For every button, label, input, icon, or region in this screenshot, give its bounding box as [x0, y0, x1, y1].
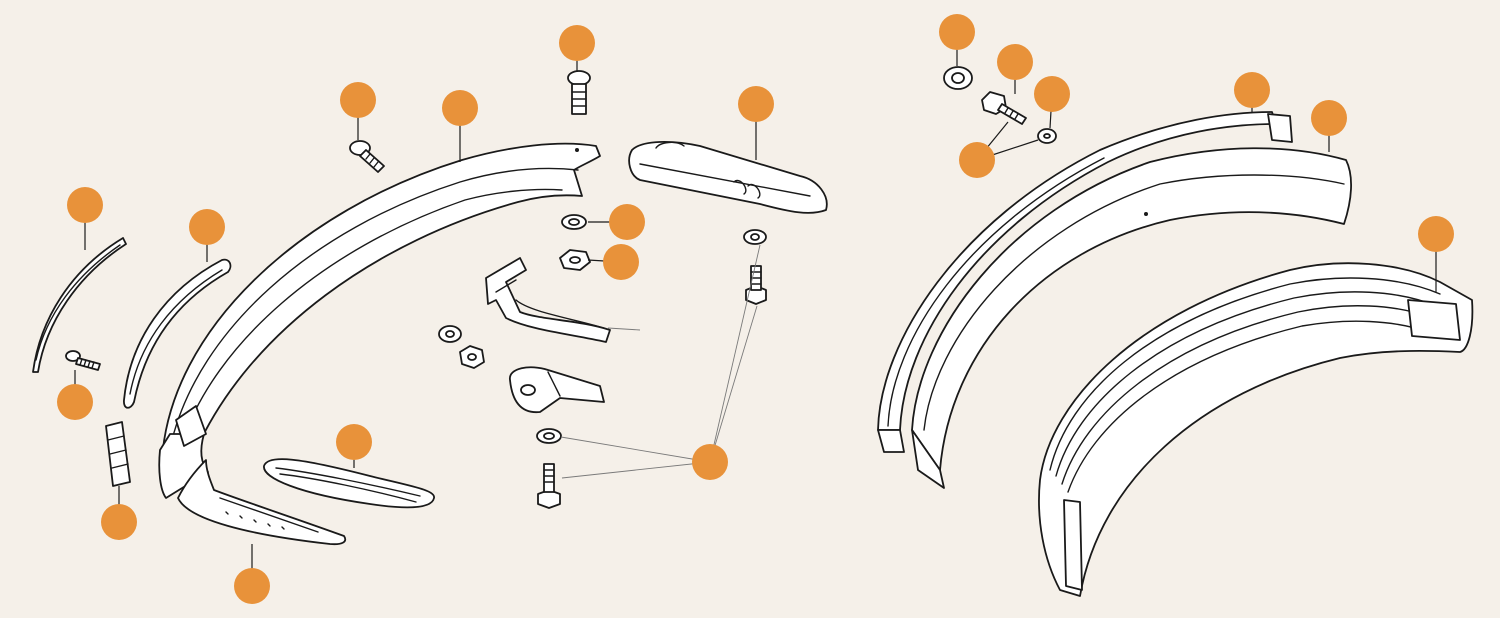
carriage-bolt-top	[567, 70, 591, 115]
step-pad	[263, 458, 435, 509]
bumper-mounting-bracket	[628, 141, 828, 214]
callout-marker-c9[interactable]	[559, 25, 595, 61]
callout-marker-c10[interactable]	[738, 86, 774, 122]
callout-marker-c1[interactable]	[67, 187, 103, 223]
bracket-arm	[485, 257, 611, 343]
callout-marker-c8[interactable]	[442, 90, 478, 126]
callout-marker-c6[interactable]	[336, 424, 372, 460]
rear-bumper-bolt	[981, 91, 1027, 125]
callout-marker-c15[interactable]	[997, 44, 1033, 80]
hex-bolt-right	[745, 265, 767, 305]
hex-bolt-lower	[537, 463, 561, 509]
callout-marker-c14[interactable]	[939, 14, 975, 50]
rubber-strip-thin	[32, 237, 127, 373]
rear-bumper-lock-washer	[1037, 128, 1057, 144]
wood-screw	[65, 350, 101, 371]
bumper-guard-insert	[123, 258, 232, 409]
washer-right	[743, 229, 767, 245]
callout-marker-c11[interactable]	[609, 204, 645, 240]
rubber-block	[105, 421, 131, 487]
rear-bumper-blade-middle	[911, 147, 1352, 489]
hex-nut-upper	[559, 249, 591, 271]
callout-marker-c20[interactable]	[1418, 216, 1454, 252]
callout-marker-c12[interactable]	[603, 244, 639, 280]
front-bumper-blade	[158, 142, 601, 546]
rear-bumper-blade-outer	[877, 111, 1293, 453]
callout-marker-c17[interactable]	[959, 142, 995, 178]
carriage-bolt-left	[349, 140, 385, 173]
rear-bumper-blade-inner	[1038, 262, 1474, 597]
callout-marker-c3[interactable]	[57, 384, 93, 420]
callout-marker-c13[interactable]	[692, 444, 728, 480]
callout-marker-c16[interactable]	[1034, 76, 1070, 112]
callout-markers	[57, 14, 1454, 604]
rear-bumper-washer	[943, 66, 973, 90]
callout-marker-c19[interactable]	[1311, 100, 1347, 136]
callout-marker-c18[interactable]	[1234, 72, 1270, 108]
washer-lower	[536, 428, 562, 444]
washer-upper	[561, 214, 587, 230]
bracket-clamp	[509, 366, 605, 413]
callout-marker-c7[interactable]	[340, 82, 376, 118]
hex-nut-left	[459, 345, 485, 369]
callout-marker-c2[interactable]	[189, 209, 225, 245]
callout-marker-c4[interactable]	[101, 504, 137, 540]
callout-marker-c5[interactable]	[234, 568, 270, 604]
washer-left	[438, 325, 462, 343]
